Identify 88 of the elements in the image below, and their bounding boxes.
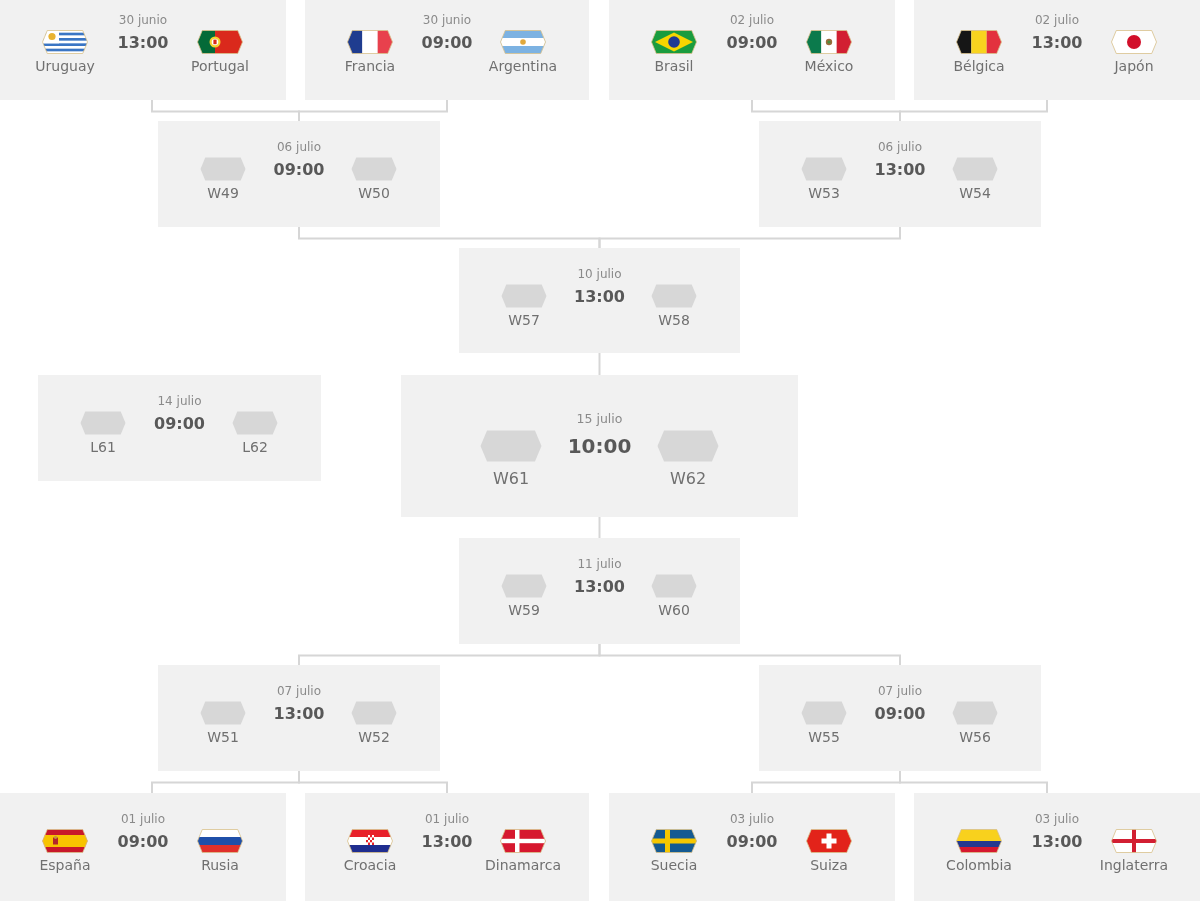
match-card — [158, 665, 440, 771]
team-name: W49 — [207, 184, 239, 202]
kickoff-time: 13:00 — [574, 577, 625, 597]
bracket-connector — [298, 99, 448, 122]
team-name: W52 — [358, 728, 390, 746]
team-name: Rusia — [201, 856, 239, 874]
kickoff-time: 09:00 — [421, 33, 473, 53]
team-name: México — [804, 57, 854, 75]
team-name: España — [39, 856, 91, 874]
match-card — [158, 121, 440, 227]
match-date: 30 junio — [118, 12, 168, 28]
team-name: W58 — [658, 311, 690, 329]
match-date: 07 julio — [277, 683, 321, 699]
match-date: 02 julio — [1035, 12, 1079, 28]
bracket-connector — [598, 516, 601, 539]
match-card — [459, 248, 740, 353]
team-name: Uruguay — [35, 57, 95, 75]
match-date: 01 julio — [425, 811, 469, 827]
team-name: Brasil — [654, 57, 694, 75]
match-date: 11 julio — [577, 556, 622, 572]
match-card — [38, 375, 321, 481]
team-name: W57 — [508, 311, 540, 329]
team-name: L62 — [242, 438, 268, 456]
team-name: W55 — [808, 728, 840, 746]
kickoff-time: 13:00 — [273, 704, 325, 724]
team-name: W56 — [959, 728, 991, 746]
match-date: 01 julio — [121, 811, 165, 827]
match-card — [914, 793, 1200, 901]
kickoff-time: 09:00 — [154, 414, 205, 434]
kickoff-time: 13:00 — [1031, 832, 1083, 852]
bracket-connector — [598, 226, 901, 249]
team-name: Inglaterra — [1099, 856, 1169, 874]
team-name: W54 — [959, 184, 991, 202]
team-name: Suecia — [650, 856, 698, 874]
kickoff-time: 13:00 — [1031, 33, 1083, 53]
match-card — [459, 538, 740, 644]
match-date: 03 julio — [730, 811, 774, 827]
kickoff-time: 09:00 — [273, 160, 325, 180]
team-name: L61 — [90, 438, 116, 456]
team-name: Portugal — [191, 57, 249, 75]
kickoff-time: 09:00 — [726, 33, 778, 53]
match-date: 30 junio — [422, 12, 472, 28]
match-card — [0, 793, 286, 901]
match-card — [305, 793, 589, 901]
match-card — [759, 121, 1041, 227]
bracket-connector — [899, 770, 1048, 794]
match-date: 06 julio — [878, 139, 922, 155]
match-card — [401, 375, 798, 517]
bracket-connector — [598, 352, 601, 376]
bracket-connector — [298, 770, 448, 794]
kickoff-time: 13:00 — [117, 33, 169, 53]
match-card — [305, 0, 589, 100]
team-name: Colombia — [946, 856, 1012, 874]
match-date: 03 julio — [1035, 811, 1079, 827]
match-date: 06 julio — [277, 139, 321, 155]
team-name: Suiza — [810, 856, 848, 874]
match-card — [759, 665, 1041, 771]
kickoff-time: 13:00 — [574, 287, 625, 307]
team-name: W61 — [492, 469, 530, 489]
team-name: Argentina — [488, 57, 558, 75]
match-date: 14 julio — [157, 393, 202, 409]
team-name: Croacia — [343, 856, 397, 874]
team-name: Bélgica — [953, 57, 1005, 75]
match-date: 10 julio — [577, 266, 622, 282]
match-date: 15 julio — [576, 410, 623, 426]
team-name: Francia — [344, 57, 396, 75]
kickoff-time: 09:00 — [726, 832, 778, 852]
kickoff-time: 13:00 — [874, 160, 926, 180]
team-name: W62 — [669, 469, 707, 489]
match-date: 02 julio — [730, 12, 774, 28]
team-name: W51 — [207, 728, 239, 746]
team-name: W60 — [658, 601, 690, 619]
kickoff-time: 09:00 — [117, 832, 169, 852]
team-name: Dinamarca — [484, 856, 562, 874]
match-card — [609, 793, 895, 901]
match-card — [914, 0, 1200, 100]
team-name: Japón — [1114, 57, 1154, 75]
match-card — [609, 0, 895, 100]
bracket-connector — [598, 643, 901, 666]
match-card — [0, 0, 286, 100]
team-name: W50 — [358, 184, 390, 202]
team-name: W53 — [808, 184, 840, 202]
kickoff-time: 13:00 — [421, 832, 473, 852]
bracket-connector — [899, 99, 1048, 122]
match-date: 07 julio — [878, 683, 922, 699]
team-name: W59 — [508, 601, 540, 619]
kickoff-time: 10:00 — [567, 434, 632, 458]
kickoff-time: 09:00 — [874, 704, 926, 724]
